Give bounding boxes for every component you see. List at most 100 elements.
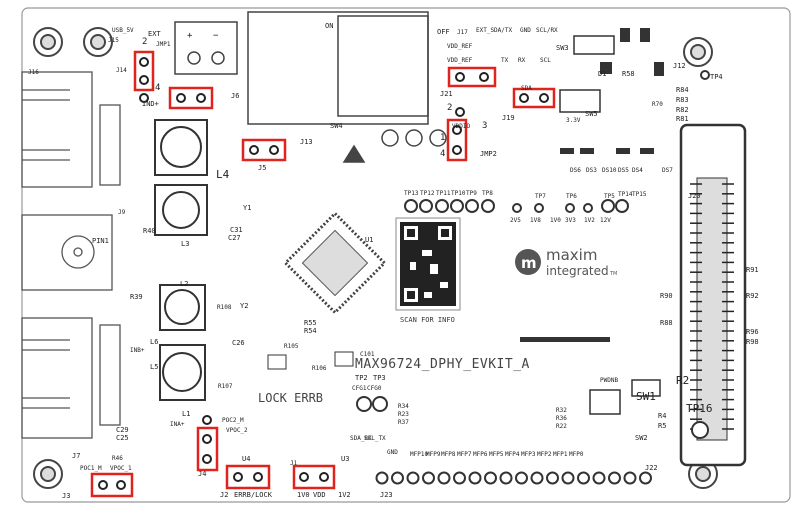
label-v1v8: 1V8 (530, 217, 541, 224)
label-c31: C31 (230, 226, 243, 234)
j22-header (375, 471, 652, 485)
label-r96: R96 (746, 328, 759, 336)
j22-pin (530, 471, 544, 485)
label-r55: R55 (304, 319, 317, 327)
label-u4: U4 (242, 455, 250, 463)
j22-pin (468, 471, 482, 485)
label-l5: L5 (150, 363, 158, 371)
j22-pin (499, 471, 513, 485)
label-r70: R70 (652, 101, 663, 108)
label-l1: L1 (182, 410, 190, 418)
label-mfp5: MFP5 (489, 451, 504, 458)
qr-code (395, 217, 461, 311)
label-r106: R106 (312, 365, 327, 372)
label-vdd_ref: VDD_REF (447, 43, 473, 50)
label-inb_plus: INB+ (130, 347, 145, 354)
label-r36: R36 (556, 415, 567, 422)
label-tp3: TP3 (373, 374, 386, 382)
label-num2: 2 (447, 103, 452, 113)
label-tp6: TP6 (566, 193, 577, 200)
label-v2v5: 2V5 (510, 217, 521, 224)
label-r40: R40 (143, 227, 156, 235)
j22-pin (561, 471, 575, 485)
label-u3: U3 (341, 455, 349, 463)
label-r5: R5 (658, 422, 666, 430)
label-vpoc_2: VPOC_2 (226, 427, 248, 434)
label-d1: D1 (598, 70, 606, 78)
label-l4: L4 (216, 168, 230, 181)
lock-errb: LOCK ERRB (258, 391, 323, 405)
j22-pin (623, 471, 637, 485)
label-r92: R92 (746, 292, 759, 300)
label-ext: EXT (148, 30, 161, 38)
label-r32: R32 (556, 407, 567, 414)
label-tp15: TP15 (632, 191, 647, 198)
dc-jack (174, 21, 238, 75)
label-ds7: DS7 (662, 167, 673, 174)
label-r88: R88 (660, 319, 673, 327)
label-j15: J15 (108, 37, 119, 44)
label-j12: J12 (673, 62, 686, 70)
label-j21: J21 (440, 90, 453, 98)
label-scl_rx: SCL/RX (536, 27, 558, 34)
label-sw3: SW3 (556, 44, 569, 52)
label-mfp4: MFP4 (505, 451, 520, 458)
j22-pin (639, 471, 652, 485)
label-tp13: TP13 (404, 190, 419, 197)
label-mfp7: MFP7 (457, 451, 472, 458)
label-v1v0: 1V0 (297, 491, 310, 499)
label-j17: J17 (457, 29, 468, 36)
label-plus: + (187, 31, 193, 41)
label-v1v0b: 1V0 (550, 217, 561, 224)
label-v3v3_tag: 3.3V (566, 117, 581, 124)
label-r23: R23 (398, 411, 409, 418)
j22-pin (608, 471, 621, 485)
label-u1: U1 (365, 236, 373, 244)
label-on: ON (325, 22, 333, 30)
j22-pin (515, 471, 528, 485)
sw4-switch (247, 11, 447, 163)
label-sw2: SW2 (635, 434, 648, 442)
label-ds6: DS6 (570, 167, 581, 174)
label-r107: R107 (218, 383, 233, 390)
label-vpoc_1: VPOC_1 (110, 465, 132, 472)
label-r81: R81 (676, 115, 689, 123)
j22-pin (453, 471, 466, 485)
label-v1v2b: 1V2 (584, 217, 595, 224)
label-j23: J23 (380, 491, 393, 499)
label-cfg1: CFG1 (352, 385, 367, 392)
label-num4: 4 (155, 83, 160, 93)
j22-pin (546, 471, 559, 485)
label-sw5: SW5 (585, 110, 598, 118)
label-rx: RX (518, 57, 526, 64)
label-jmp2: JMP2 (480, 150, 497, 158)
label-sda_rx: SDA_RX (350, 435, 372, 442)
label-c27: C27 (228, 234, 241, 242)
label-l6: L6 (150, 338, 158, 346)
label-r84: R84 (676, 86, 689, 94)
label-j9: J9 (118, 209, 126, 216)
jumper-pins (98, 57, 549, 490)
label-num3: 3 (482, 121, 487, 131)
label-tp5: TP5 (604, 193, 615, 200)
label-j16: J16 (28, 69, 39, 76)
label-tp8: TP8 (482, 190, 493, 197)
mounting-holes (33, 27, 718, 489)
svg-text:m: m (521, 254, 537, 272)
smd-components (267, 28, 664, 415)
label-j2: J2 (220, 491, 228, 499)
label-v12v: 12V (600, 217, 611, 224)
label-l2: L2 (180, 280, 188, 288)
j22-pin (592, 471, 606, 485)
label-r98: R98 (746, 338, 759, 346)
label-tp16: TP16 (686, 402, 713, 415)
label-num4: 4 (440, 149, 445, 159)
label-y1: Y1 (243, 204, 251, 212)
label-pin1: PIN1 (92, 237, 109, 245)
label-scl_tx: SCL_TX (364, 435, 386, 442)
label-r39: R39 (130, 293, 143, 301)
label-j1: J1 (290, 460, 298, 467)
label-errb_lock: ERRB/LOCK (234, 491, 273, 499)
scan-for-info: SCAN FOR INFO (400, 316, 455, 324)
j22-pin (391, 471, 404, 485)
